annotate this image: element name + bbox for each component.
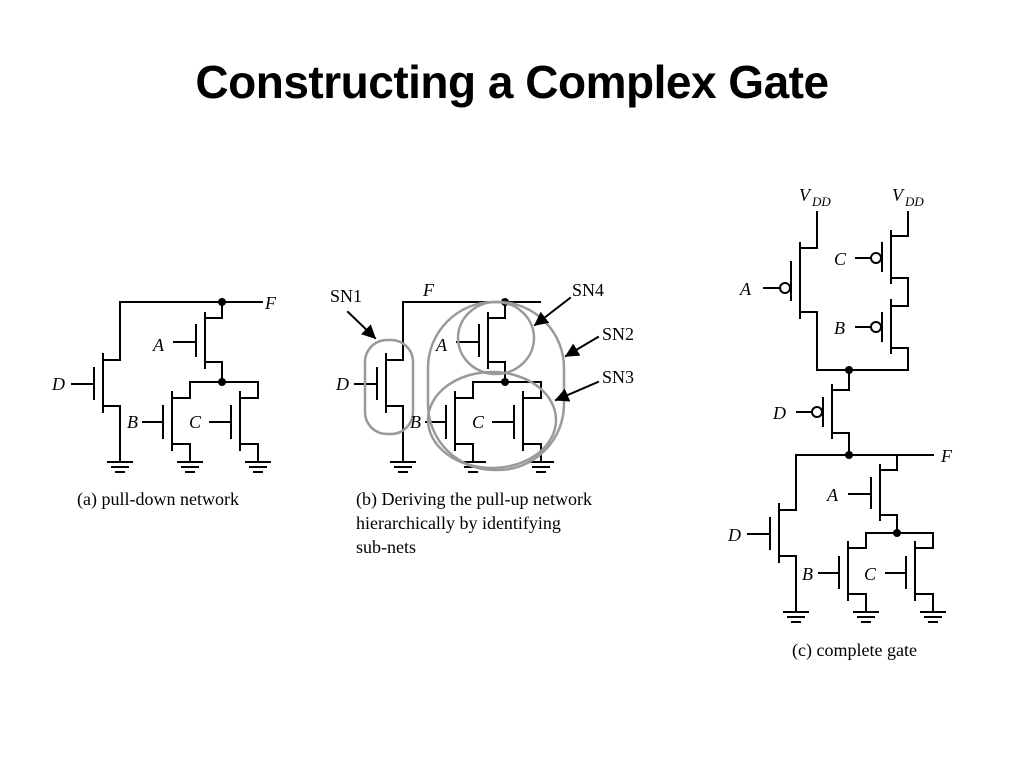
nmos-d-b xyxy=(354,353,404,463)
subnet-outline-sn3 xyxy=(426,370,558,470)
caption-b-line1: (b) Deriving the pull-up network xyxy=(356,489,592,510)
mid-node-b xyxy=(501,378,509,386)
label-b-b: B xyxy=(410,412,421,432)
label-d-pmos: D xyxy=(772,403,786,423)
mid-node-c xyxy=(893,529,901,537)
nmos-b-b xyxy=(425,381,474,463)
nmos-c xyxy=(209,381,259,463)
label-b-pmos: B xyxy=(834,318,845,338)
label-sn3: SN3 xyxy=(602,367,634,387)
output-node-c xyxy=(845,451,853,459)
pmos-d xyxy=(796,369,850,456)
label-b: B xyxy=(127,412,138,432)
pmos-b xyxy=(855,299,909,371)
label-a-nmos: A xyxy=(826,485,839,505)
pmos-a xyxy=(763,211,818,371)
label-sn1: SN1 xyxy=(330,286,362,306)
arrow-sn4 xyxy=(533,296,572,327)
label-sn4: SN4 xyxy=(572,280,604,300)
caption-b-line3: sub-nets xyxy=(356,537,416,557)
label-c-nmos: C xyxy=(864,564,877,584)
svg-text:DD: DD xyxy=(904,194,924,209)
complete-gate-c: V DD V DD xyxy=(727,185,953,661)
nmos-d xyxy=(71,353,121,463)
label-d-b: D xyxy=(335,374,349,394)
nmos-b-c xyxy=(818,532,867,613)
label-c-b: C xyxy=(472,412,485,432)
mid-node xyxy=(218,378,226,386)
label-sn2: SN2 xyxy=(602,324,634,344)
label-f: F xyxy=(264,293,277,313)
label-f-c: F xyxy=(940,446,953,466)
label-a-b: A xyxy=(435,335,448,355)
nmos-a-b xyxy=(456,301,506,383)
label-a: A xyxy=(152,335,165,355)
label-a-pmos: A xyxy=(739,279,752,299)
subnet-outline-sn1 xyxy=(363,338,415,436)
pull-up-derivation-b: SN1 SN4 SN2 SN3 F A D B C (b) Deriving t… xyxy=(330,280,634,557)
label-d-nmos: D xyxy=(727,525,741,545)
pmos-c xyxy=(855,211,909,307)
label-d: D xyxy=(51,374,65,394)
vdd-label-left: V DD xyxy=(799,185,831,209)
svg-text:V: V xyxy=(799,185,812,205)
caption-a: (a) pull-down network xyxy=(77,489,239,510)
slide-title: Constructing a Complex Gate xyxy=(195,56,829,108)
caption-b-line2: hierarchically by identifying xyxy=(356,513,561,533)
svg-text:V: V xyxy=(892,185,905,205)
arrow-sn1 xyxy=(346,310,377,340)
nmos-a xyxy=(173,301,223,383)
nmos-c-c xyxy=(885,532,934,613)
label-c: C xyxy=(189,412,202,432)
caption-c: (c) complete gate xyxy=(792,640,917,661)
label-c-pmos: C xyxy=(834,249,847,269)
subnet-outline-sn4 xyxy=(456,300,536,376)
arrow-sn3 xyxy=(554,380,600,402)
vdd-label-right: V DD xyxy=(892,185,924,209)
nmos-a-c xyxy=(848,454,898,534)
nmos-c-b xyxy=(492,381,542,463)
label-f-b: F xyxy=(422,280,435,300)
nmos-b xyxy=(142,381,191,463)
subnet-outline-sn2 xyxy=(426,300,566,472)
arrow-sn2 xyxy=(564,335,600,358)
svg-text:DD: DD xyxy=(811,194,831,209)
nmos-d-c xyxy=(747,454,797,613)
pull-down-network-a: F A D B C (a) pull-down network xyxy=(51,293,277,510)
label-b-nmos: B xyxy=(802,564,813,584)
